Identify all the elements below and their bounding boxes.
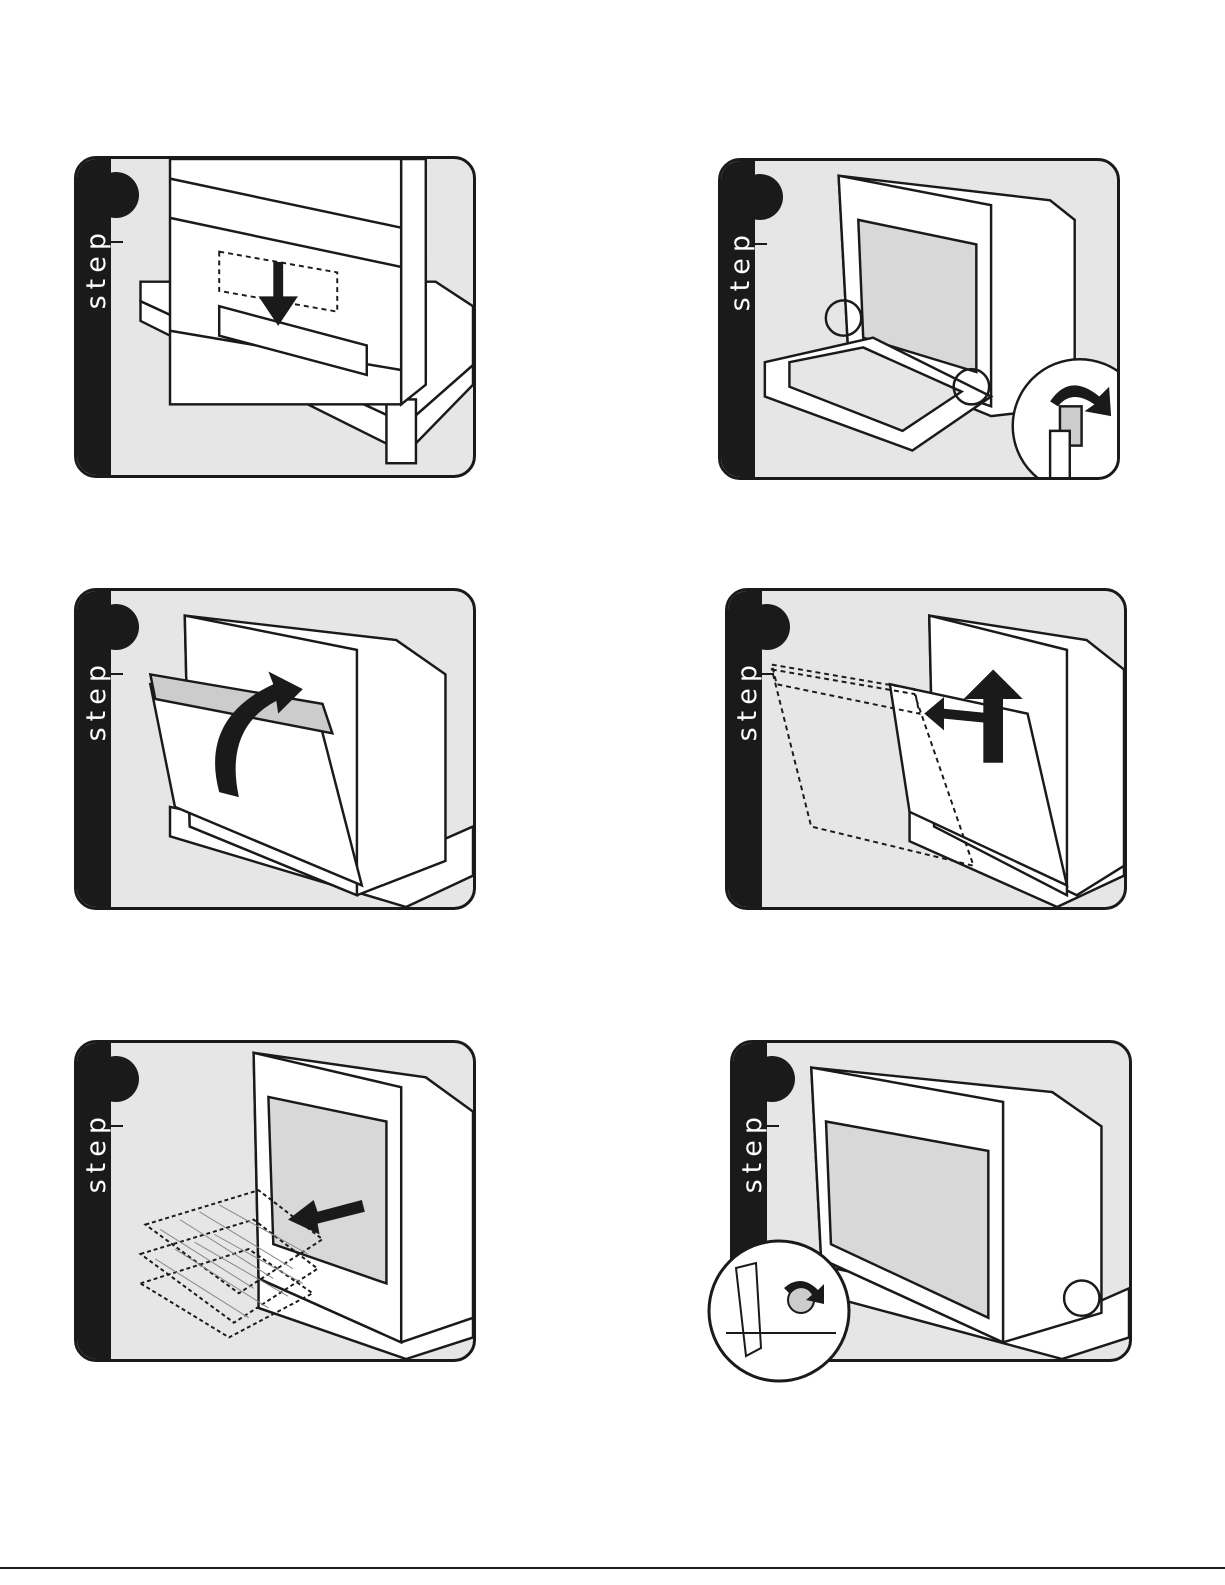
step-panel-5: step xyxy=(74,1040,476,1362)
unlock-door-hinge-icon xyxy=(755,161,1117,477)
step-label: step xyxy=(737,1111,768,1193)
step-label: step xyxy=(732,659,763,741)
step-panel-4: step xyxy=(725,588,1127,910)
footer-rule xyxy=(0,1567,1225,1569)
remove-front-support-icon xyxy=(111,159,473,475)
step-label: step xyxy=(81,227,112,309)
step-panel-2: step xyxy=(718,158,1120,480)
lift-off-door-icon xyxy=(762,591,1124,907)
step-panel-1: step xyxy=(74,156,476,478)
zoom-circle-screw xyxy=(706,1238,852,1384)
step-label: step xyxy=(725,229,756,311)
close-door-icon xyxy=(111,591,473,907)
step-label: step xyxy=(81,659,112,741)
step-label: step xyxy=(81,1111,112,1193)
step-panel-3: step xyxy=(74,588,476,910)
remove-racks-icon xyxy=(111,1043,473,1359)
